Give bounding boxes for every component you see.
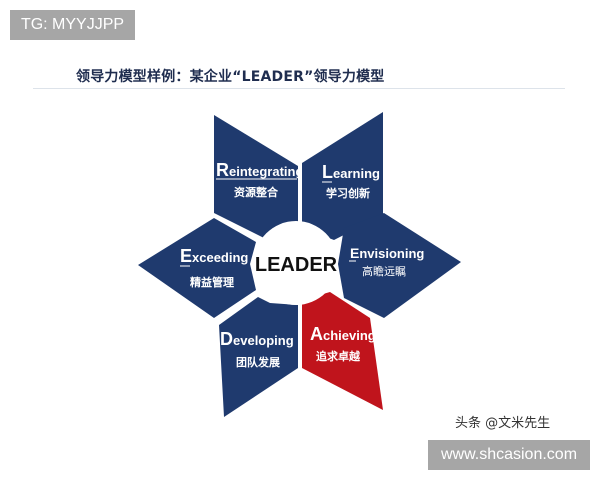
center-hub: LEADER [254,221,338,305]
petal-subtitle: 团队发展 [236,355,281,369]
petal-initial: D [220,329,233,349]
petal-initial: L [322,162,333,182]
svg-text:Developing: Developing [220,329,294,349]
petal-subtitle: 学习创新 [326,186,370,200]
petal-title: nvisioning [359,246,424,261]
center-label: LEADER [255,254,338,276]
petal-initial: R [216,160,229,180]
petal-title: xceeding [192,250,248,265]
tg-badge: TG: MYYJJPP [10,10,135,40]
petal-title: chieving [323,328,376,343]
watermark-text: 头条 @文米先生 [455,416,551,431]
page-title: 领导力模型样例：某企业“LEADER”领导力模型 [76,69,385,85]
petal-achieving: Achieving 追求卓越 [302,292,383,410]
petal-title: eintegrating [229,164,303,179]
petal-initial: E [350,245,359,261]
svg-text:Reintegrating: Reintegrating [216,160,303,180]
petal-initial: A [310,324,323,344]
petal-subtitle: 追求卓越 [316,349,361,363]
svg-text:Exceeding: Exceeding [180,246,248,266]
svg-text:Achieving: Achieving [310,324,376,344]
petal-title: eveloping [233,333,294,348]
svg-text:Envisioning: Envisioning [350,245,424,261]
title-divider [33,88,565,89]
petal-title: earning [333,166,380,181]
petal-subtitle: 资源整合 [234,185,279,199]
petal-developing: Developing 团队发展 [219,297,298,417]
svg-text:Learning: Learning [322,162,380,182]
url-badge: www.shcasion.com [428,440,590,470]
petal-envisioning: Envisioning 高瞻远瞩 [338,213,461,318]
petal-initial: E [180,246,192,266]
petal-learning: Learning 学习创新 [302,112,383,240]
petal-subtitle: 精益管理 [190,275,234,289]
petal-subtitle: 高瞻远瞩 [362,264,406,278]
petal-exceeding: Exceeding 精益管理 [138,218,256,318]
petal-reintegrating: Reintegrating 资源整合 [214,115,303,240]
